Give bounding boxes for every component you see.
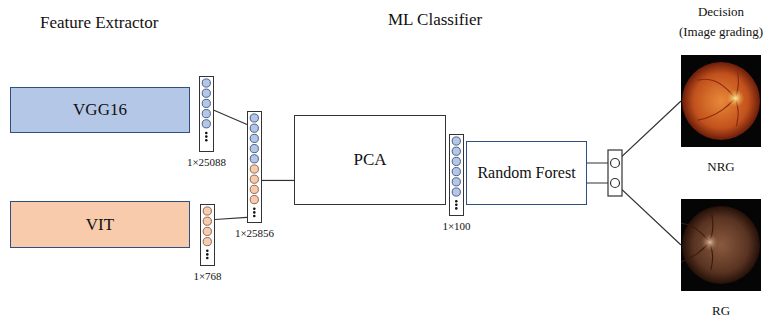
vector-cell xyxy=(250,134,258,142)
fundus-photo xyxy=(681,199,761,291)
vector-cell xyxy=(250,196,258,204)
output-vector-frame xyxy=(608,150,622,196)
fundus-photo xyxy=(681,55,761,147)
ellipsis-dot xyxy=(455,207,458,210)
vector-cell xyxy=(250,175,258,183)
vector-cells xyxy=(450,135,463,215)
vector-cell xyxy=(250,155,258,163)
vector-cell xyxy=(452,178,460,186)
vector-cell xyxy=(202,110,210,118)
vector-cell xyxy=(202,79,210,87)
ellipsis-dot xyxy=(253,211,256,214)
vector-cells xyxy=(248,112,261,222)
decision-heading: Decision xyxy=(698,4,744,20)
vector-cell xyxy=(452,137,460,145)
photo-ground xyxy=(681,55,761,147)
vector-cell xyxy=(202,120,210,128)
feature-vector: 1×100 xyxy=(449,134,464,216)
vector-cell xyxy=(452,168,460,176)
ellipsis-dot xyxy=(205,132,208,135)
fundus-image: RG xyxy=(681,199,761,291)
vector-cells xyxy=(201,205,214,265)
retina xyxy=(682,206,760,284)
ellipsis-dot xyxy=(206,253,209,256)
connector-line xyxy=(215,217,247,219)
vector-cell xyxy=(250,165,258,173)
stage-heading: ML Classifier xyxy=(388,10,482,30)
feature-vector: 1×768 xyxy=(200,204,215,266)
vector-cell xyxy=(250,145,258,153)
classifier-box: Random Forest xyxy=(466,141,587,205)
process-box: PCA xyxy=(294,115,446,205)
box-label: Random Forest xyxy=(477,164,575,182)
extractor-box: VGG16 xyxy=(10,87,190,133)
vector-cell xyxy=(250,114,258,122)
dimension-label: 1×25856 xyxy=(235,227,274,239)
vector-cell xyxy=(203,238,211,246)
box-label: PCA xyxy=(353,150,386,170)
dimension-label: 1×25088 xyxy=(187,156,226,168)
connector-line xyxy=(262,180,294,181)
vector-cell xyxy=(452,147,460,155)
ellipsis-dot xyxy=(205,139,208,142)
connector-line xyxy=(214,110,247,124)
vector-cell xyxy=(452,188,460,196)
box-label: VIT xyxy=(86,215,114,235)
output-neuron xyxy=(611,159,620,168)
vector-cell xyxy=(250,124,258,132)
extractor-box: VIT xyxy=(10,201,190,248)
dimension-label: 1×768 xyxy=(193,270,221,282)
vector-cell xyxy=(203,227,211,235)
grade-label: NRG xyxy=(707,159,734,175)
vector-cells xyxy=(200,77,213,151)
feature-vector: 1×25856 xyxy=(247,111,262,223)
decision-heading: (Image grading) xyxy=(679,24,763,40)
optic-disc xyxy=(726,89,744,107)
stage-heading: Feature Extractor xyxy=(40,13,158,33)
ellipsis-dot xyxy=(205,135,208,138)
fundus-image: NRG xyxy=(681,55,761,147)
retina xyxy=(682,62,760,140)
vector-cell xyxy=(202,99,210,107)
box-label: VGG16 xyxy=(73,100,127,120)
vector-cell xyxy=(203,217,211,225)
ellipsis-dot xyxy=(253,215,256,218)
output-neuron xyxy=(611,179,620,188)
dimension-label: 1×100 xyxy=(442,220,470,232)
ellipsis-dot xyxy=(455,200,458,203)
ellipsis-dot xyxy=(253,208,256,211)
vector-cell xyxy=(250,185,258,193)
ellipsis-dot xyxy=(455,204,458,207)
feature-vector: 1×25088 xyxy=(199,76,214,152)
connector-line xyxy=(587,101,681,163)
photo-ground xyxy=(681,199,761,291)
connector-line xyxy=(587,183,681,245)
ellipsis-dot xyxy=(206,250,209,253)
vector-cell xyxy=(203,207,211,215)
vector-cell xyxy=(452,157,460,165)
ellipsis-dot xyxy=(206,257,209,260)
vector-cell xyxy=(202,89,210,97)
optic-disc xyxy=(701,233,719,251)
grade-label: RG xyxy=(712,303,730,319)
